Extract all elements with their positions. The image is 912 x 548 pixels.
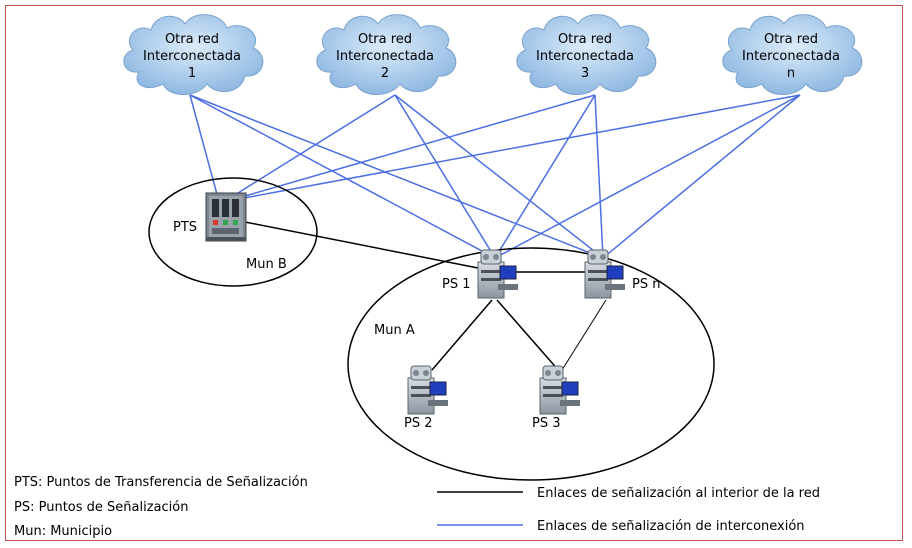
- cloud-shape: [123, 14, 264, 95]
- cloud-1-line3: 1: [188, 66, 196, 81]
- mun-b-boundary: [148, 177, 318, 287]
- link-cloud2-ps1: [394, 94, 496, 259]
- legend-mun: Mun: Municipio: [14, 524, 112, 539]
- cloud-2-line1: Otra red: [358, 32, 412, 47]
- link-cloud3-psn: [594, 94, 604, 259]
- cloud-3: Otra red Interconectada 3: [516, 14, 657, 95]
- link-ps1-ps3: [496, 299, 561, 373]
- internal-links: [244, 221, 607, 373]
- ps1-label: PS 1: [442, 277, 471, 292]
- link-cloud3-pts: [237, 94, 596, 199]
- legend-interconnection-link: Enlaces de señalización de interconexión: [537, 519, 805, 534]
- link-ps1-ps2: [431, 299, 493, 371]
- cloud-1: Otra red Interconectada 1: [123, 14, 264, 95]
- cloud-3-line1: Otra red: [558, 32, 612, 47]
- link-cloud3-ps1: [494, 94, 596, 259]
- link-cloud2-pts: [229, 94, 396, 199]
- pts-rack-icon: [205, 192, 247, 242]
- link-cloudn-ps1: [494, 94, 801, 259]
- link-cloudn-psn: [602, 94, 801, 259]
- cloud-shape: [722, 14, 863, 95]
- cloud-n-line2: Interconectada: [742, 49, 840, 64]
- cloud-3-line3: 3: [581, 66, 589, 81]
- ps3-workstation-icon: [539, 365, 580, 415]
- cloud-1-line1: Otra red: [165, 32, 219, 47]
- psn-workstation-icon: [584, 249, 625, 299]
- psn-label: PS n: [632, 277, 660, 292]
- cloud-2-line2: Interconectada: [336, 49, 434, 64]
- link-cloud1-psn: [189, 94, 604, 259]
- diagram-frame: [5, 5, 903, 541]
- link-cloud1-pts: [189, 94, 219, 199]
- cloud-n: Otra red Interconectada n: [722, 14, 863, 95]
- legend-ps: PS: Puntos de Señalización: [14, 500, 188, 515]
- interconnection-links: [189, 94, 801, 259]
- cloud-3-line2: Interconectada: [536, 49, 634, 64]
- cloud-2: Otra red Interconectada 2: [316, 14, 457, 95]
- mun-b-label: Mun B: [246, 257, 287, 272]
- ps2-label: PS 2: [404, 416, 433, 431]
- legend-internal-link: Enlaces de señalización al interior de l…: [537, 486, 820, 501]
- link-pts-ps1: [244, 221, 479, 269]
- cloud-shape: [516, 14, 657, 95]
- cloud-n-line1: Otra red: [764, 32, 818, 47]
- cloud-1-line2: Interconectada: [143, 49, 241, 64]
- link-cloudn-pts: [243, 94, 801, 199]
- ps1-workstation-icon: [477, 249, 518, 299]
- link-cloud2-psn: [394, 94, 604, 259]
- cloud-n-line3: n: [787, 66, 795, 81]
- pts-label: PTS: [173, 220, 197, 235]
- ps2-workstation-icon: [407, 365, 448, 415]
- cloud-2-line3: 2: [381, 66, 389, 81]
- legend-pts: PTS: Puntos de Transferencia de Señaliza…: [14, 475, 308, 490]
- mun-a-label: Mun A: [374, 323, 415, 338]
- link-cloud1-ps1: [189, 94, 496, 259]
- mun-a-boundary: [347, 247, 715, 481]
- cloud-shape: [316, 14, 457, 95]
- ps3-label: PS 3: [532, 416, 561, 431]
- link-psn-ps3: [561, 299, 607, 371]
